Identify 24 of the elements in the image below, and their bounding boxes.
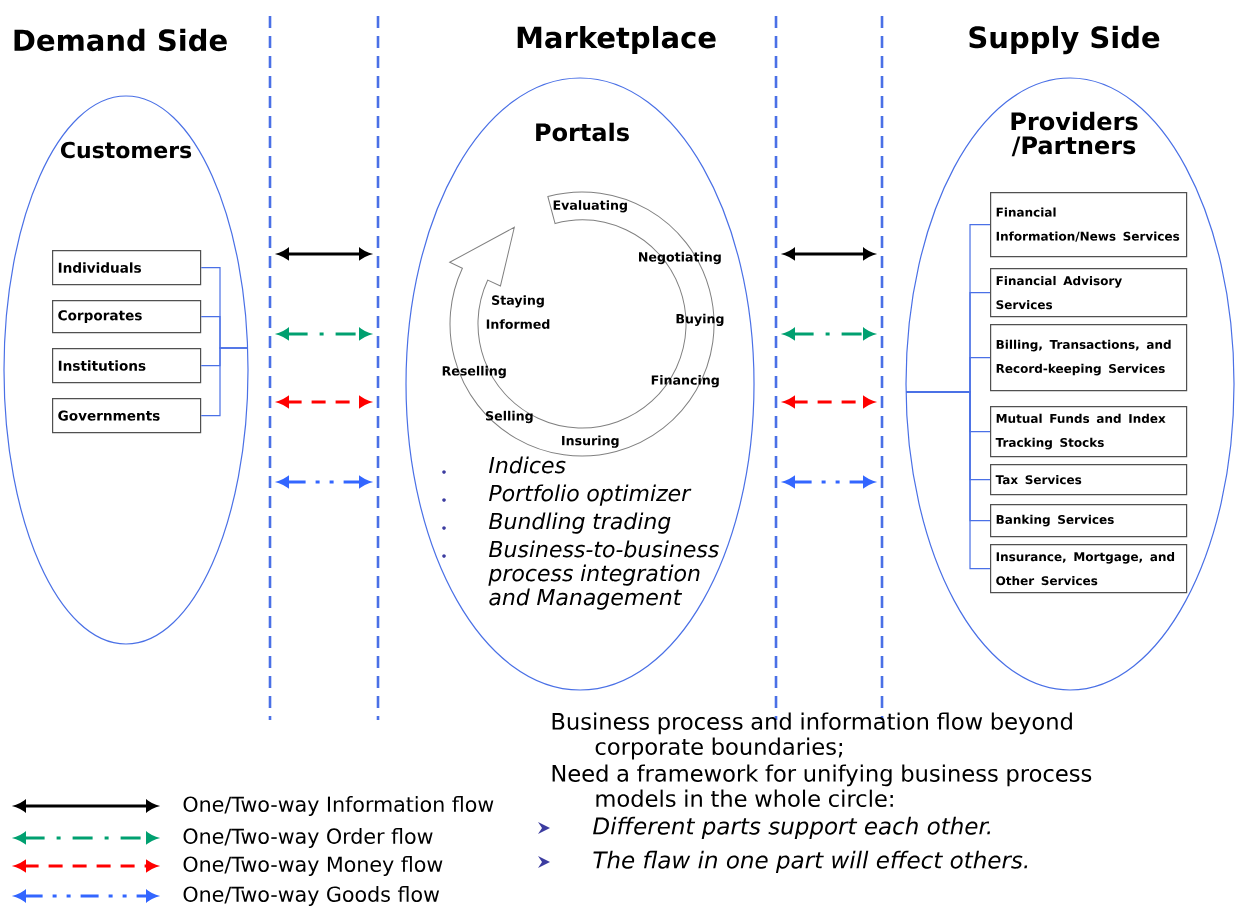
flow-arrow [278, 396, 370, 408]
section-title: Supply Side [969, 25, 1160, 55]
note-text: Need a framework for unifying business process models in the whole circle: [552, 764, 1092, 808]
bullet-item: Business-to-business process integration and Management [442, 540, 719, 610]
flow-arrow [784, 328, 874, 340]
flow-arrow [278, 328, 370, 340]
section-title: Demand Side [14, 28, 227, 52]
connector-line [905, 391, 991, 570]
connector-line [200, 347, 249, 417]
flow-arrow [784, 248, 874, 260]
flow-arrow [278, 248, 370, 260]
note-text: Business process and information flow beyond corporate boundaries; [552, 712, 1072, 760]
legend-label: One/Two-way Order flow [183, 828, 433, 848]
flow-arrow [784, 396, 874, 408]
legend-label: One/Two-way Goods flow [183, 886, 440, 906]
legend-label: One/Two-way Money flow [183, 856, 443, 876]
bullet-note: Different parts support each other. [538, 816, 991, 840]
bullet-item: Bundling trading [442, 512, 671, 534]
bullet-note: The flaw in one part will effect others. [538, 850, 1028, 874]
flow-arrow [784, 476, 874, 488]
legend-label: One/Two-way Information flow [183, 796, 494, 816]
flow-arrow [278, 476, 370, 488]
bullet-item: Indices [442, 456, 566, 474]
bullet-item: Portfolio optimizer [442, 484, 692, 506]
